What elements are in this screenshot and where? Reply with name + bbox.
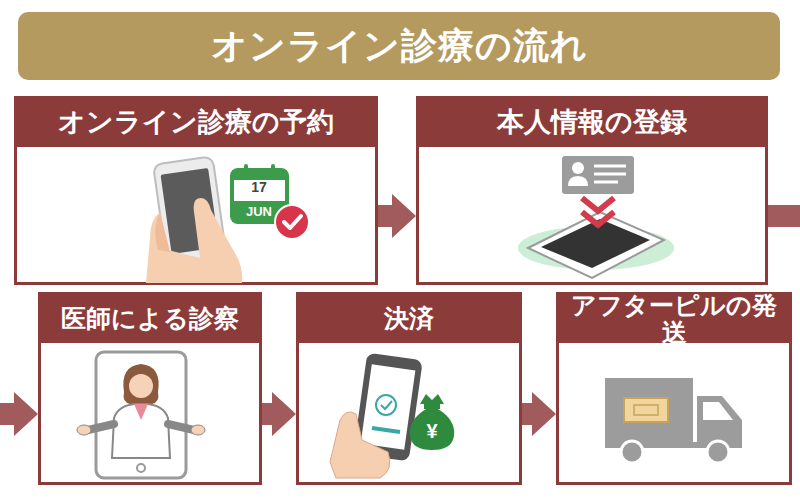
bag-tie [424, 404, 440, 409]
step-header: オンライン診療の予約 [17, 99, 375, 147]
calendar-ring [271, 164, 275, 174]
flow-arrow [378, 194, 416, 238]
step-header: 本人情報の登録 [419, 99, 765, 147]
doctor-shirt [134, 404, 148, 420]
payment-illustration [330, 353, 454, 478]
doctor-illustration [77, 352, 205, 478]
flow-arrow [0, 205, 800, 436]
calendar-icon [232, 164, 309, 239]
truck-illustration [605, 378, 742, 463]
hand-phone-illustration [146, 156, 242, 283]
truck-cab [697, 396, 742, 444]
doctor-coat [112, 404, 170, 458]
title-text: オンライン診療の流れ [211, 22, 588, 71]
registration-illustration [518, 156, 674, 278]
truck-cargo [605, 378, 693, 442]
money-bag [410, 409, 454, 450]
doctor-hand [77, 425, 91, 435]
icon-text: 17 [239, 179, 279, 196]
id-line [594, 165, 626, 168]
doctor-arm [88, 424, 114, 430]
icon-text: JUN [237, 204, 281, 220]
bag-top [420, 394, 444, 404]
id-line [594, 181, 618, 184]
pay-button [372, 428, 400, 432]
thumb-shape [155, 212, 170, 252]
calendar-top [232, 170, 287, 180]
chevron-down [582, 212, 614, 225]
id-card [562, 156, 634, 194]
phone-button [137, 464, 145, 472]
icon-text: ¥ [417, 419, 447, 443]
phone-body [528, 212, 664, 278]
hand-shape [146, 198, 242, 283]
id-line [594, 173, 626, 176]
truck-wheel [707, 441, 729, 463]
chevron-down [582, 198, 614, 211]
doctor-arm [168, 424, 194, 430]
step-header: 医師による診察 [41, 295, 259, 343]
id-photo-body [568, 176, 588, 186]
step-title: 医師による診察 [61, 305, 239, 333]
phone-screen [361, 364, 416, 449]
step-title: オンライン診療の予約 [58, 108, 334, 138]
doctor-face [129, 374, 153, 398]
doctor-hand [191, 425, 205, 435]
step-header: 決済 [299, 295, 519, 343]
check-circle [376, 395, 396, 415]
check-mark [284, 216, 301, 228]
hand-shape [330, 412, 390, 478]
flow-arrow [522, 392, 556, 436]
step-header: アフターピルの発送 [559, 295, 789, 343]
package-label [634, 405, 658, 415]
step-title: アフターピルの発送 [559, 292, 789, 347]
calendar-ring [244, 164, 248, 174]
id-photo-head [572, 162, 584, 174]
truck-window [703, 402, 733, 420]
phone-frame [96, 352, 186, 478]
step-title: 本人情報の登録 [497, 108, 687, 138]
title-band: オンライン診療の流れ [18, 12, 780, 80]
check-circle [275, 205, 309, 239]
step-title: 決済 [384, 305, 434, 333]
check-mark [381, 401, 392, 409]
flow-arrow [262, 392, 296, 436]
truck-wheel [621, 441, 643, 463]
package-box [624, 398, 668, 422]
doctor-hair [123, 364, 158, 404]
